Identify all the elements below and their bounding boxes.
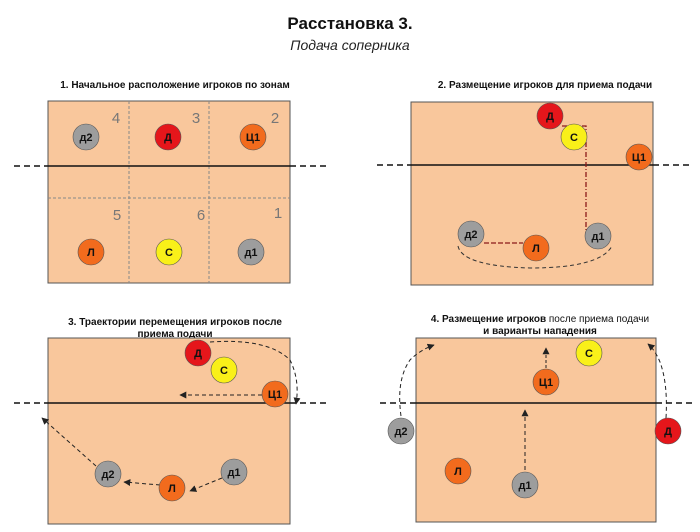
opposite-arrow (189, 477, 223, 492)
player-marker: Ц1 (532, 368, 560, 396)
player-marker: Д (654, 417, 682, 445)
outside-hitter-arrow (41, 417, 97, 467)
panel-3-caption: 3. Траектории перемещения игроков после … (30, 317, 320, 341)
player-label: д1 (227, 467, 240, 479)
setter-trajectory-arrow (209, 340, 301, 405)
player-label: Ц1 (268, 389, 282, 401)
player-marker: Д (154, 123, 182, 151)
player-label: Ц1 (246, 132, 260, 144)
court-4 (415, 337, 657, 523)
player-label: Л (532, 243, 540, 255)
player-marker: Ц1 (261, 380, 289, 408)
player-marker: д1 (511, 471, 539, 499)
page-subtitle: Подача соперника (290, 37, 410, 53)
player-label: С (165, 247, 173, 259)
player-marker: С (575, 339, 603, 367)
player-marker: Л (158, 474, 186, 502)
panel-4-caption-bold: 4. Размещение игроков (430, 314, 547, 325)
panel-4: С Ц1 д2 Д Л д1 (380, 337, 694, 523)
player-label: С (585, 348, 593, 360)
player-marker: Л (77, 238, 105, 266)
zone-number-3: 3 (192, 110, 200, 127)
player-marker: С (210, 356, 238, 384)
left-attack-arrow (399, 343, 435, 417)
player-label: Л (168, 483, 176, 495)
player-label: д1 (518, 480, 531, 492)
player-label: д1 (244, 247, 257, 259)
player-label: Д (164, 132, 172, 144)
player-marker: д2 (72, 123, 100, 151)
player-label: д2 (79, 132, 92, 144)
player-label: С (220, 365, 228, 377)
player-label: С (570, 132, 578, 144)
panel-4-caption-rest: после приема подачи (546, 314, 650, 325)
page-title: Расстановка 3. (287, 14, 413, 33)
player-label: д1 (591, 231, 604, 243)
zone-number-2: 2 (271, 110, 279, 127)
player-marker: Л (444, 457, 472, 485)
zone-number-4: 4 (112, 110, 120, 127)
right-attack-arrow (647, 343, 667, 419)
player-label: Д (664, 426, 672, 438)
player-marker: д1 (237, 238, 265, 266)
player-label: д2 (101, 469, 114, 481)
player-label: д2 (394, 426, 407, 438)
panel-4-caption: 4. Размещение игроков после приема подач… (395, 314, 685, 338)
panel-3-caption-line1: 3. Траектории перемещения игроков после (68, 317, 282, 328)
player-marker: Ц1 (625, 143, 653, 171)
player-marker: Д (184, 339, 212, 367)
player-label: Ц1 (632, 152, 646, 164)
player-marker: Д (536, 102, 564, 130)
reception-arc (457, 245, 613, 269)
player-marker: д2 (457, 220, 485, 248)
zone-number-5: 5 (113, 207, 121, 224)
player-label: Л (87, 247, 95, 259)
player-label: Ц1 (539, 377, 553, 389)
player-marker: д2 (94, 460, 122, 488)
zone-number-6: 6 (197, 207, 205, 224)
player-marker: д2 (387, 417, 415, 445)
panel-4-caption-line2: и варианты нападения (483, 326, 597, 337)
zone-number-1: 1 (274, 205, 282, 222)
panel-1: 4 3 2 5 6 1 д2 Д Ц1 Л С д1 (14, 100, 330, 284)
libero-arrow (123, 479, 161, 487)
panel-1-caption: 1. Начальное расположение игроков по зон… (60, 80, 290, 91)
player-label: Л (454, 466, 462, 478)
panel-2: Д С Ц1 д2 Л д1 (377, 101, 690, 286)
panel-2-caption: 2. Размещение игроков для приема подачи (437, 80, 653, 91)
player-label: Д (546, 111, 554, 123)
player-marker: С (560, 123, 588, 151)
player-marker: д1 (584, 222, 612, 250)
player-label: д2 (464, 229, 477, 241)
player-marker: Л (522, 234, 550, 262)
player-marker: д1 (220, 458, 248, 486)
panel-3: Д С Ц1 д2 Л д1 (14, 337, 330, 525)
player-label: Д (194, 348, 202, 360)
player-marker: Ц1 (239, 123, 267, 151)
player-marker: С (155, 238, 183, 266)
panel-3-caption-line2: приема подачи (137, 329, 213, 340)
